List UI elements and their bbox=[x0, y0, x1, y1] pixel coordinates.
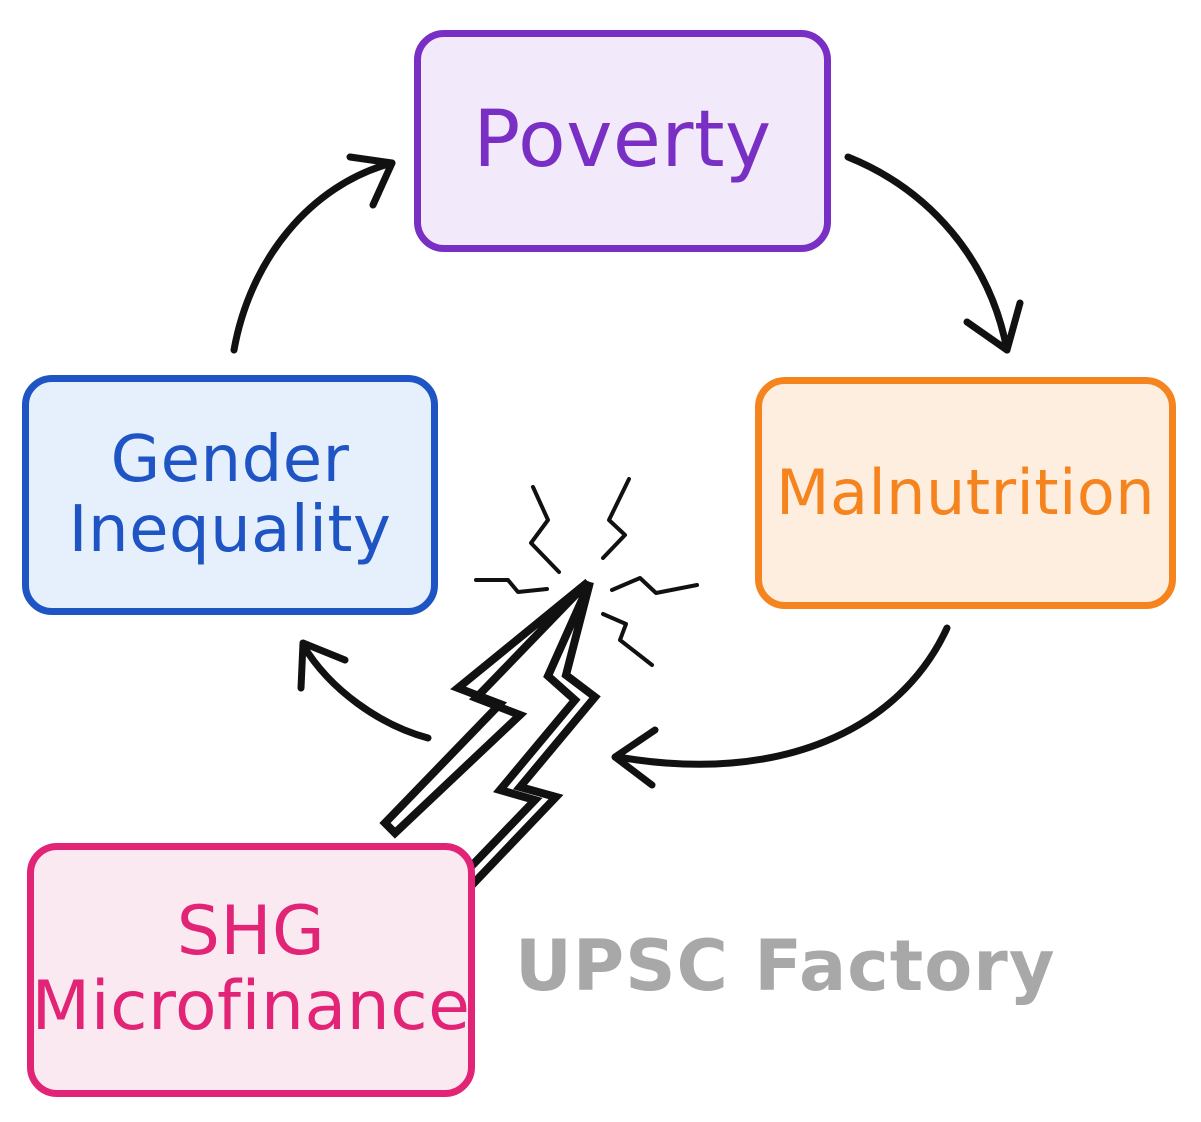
arrow-poverty-to-malnutrition bbox=[844, 153, 1011, 354]
break-sparks bbox=[474, 477, 699, 667]
arrowhead-gender-to-poverty bbox=[346, 153, 396, 209]
spark-1 bbox=[529, 485, 561, 574]
arrow-bottom-to-gender bbox=[299, 641, 432, 742]
arrowhead-poverty-to-malnutrition bbox=[963, 299, 1024, 354]
spark-3 bbox=[474, 578, 549, 594]
shg-microfinance-node: SHG Microfinance bbox=[27, 843, 475, 1097]
spark-5 bbox=[601, 612, 654, 667]
gender-inequality-label-line2: Inequality bbox=[68, 493, 392, 567]
spark-4 bbox=[610, 576, 699, 595]
arrowhead-bottom-to-gender bbox=[297, 639, 349, 692]
poverty-node: Poverty bbox=[414, 30, 831, 252]
spark-2 bbox=[601, 477, 631, 560]
poverty-label: Poverty bbox=[473, 95, 772, 186]
shg-microfinance-label-line2: Microfinance bbox=[31, 967, 471, 1046]
watermark: UPSC Factory bbox=[515, 925, 1056, 1007]
gender-inequality-node: Gender Inequality bbox=[22, 375, 438, 615]
malnutrition-node: Malnutrition bbox=[755, 377, 1176, 609]
arrowhead-malnutrition-to-gender bbox=[611, 726, 659, 789]
shg-microfinance-label-line1: SHG bbox=[176, 892, 326, 972]
arrow-gender-to-poverty bbox=[230, 159, 396, 354]
malnutrition-label: Malnutrition bbox=[775, 455, 1156, 529]
arrow-malnutrition-to-gender bbox=[614, 624, 951, 768]
gender-inequality-label-line1: Gender bbox=[110, 422, 350, 497]
